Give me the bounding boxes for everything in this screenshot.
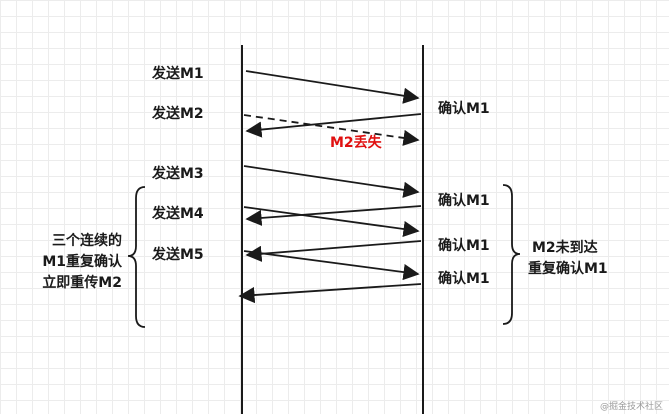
note-left-line-2: M1重复确认 <box>42 254 122 270</box>
note-m2-not-arrived: M2未到达 重复确认M1 <box>528 238 608 280</box>
label-ack-m1-1: 确认M1 <box>438 101 490 117</box>
label-send-m1: 发送M1 <box>152 66 204 82</box>
arrow-send-m2-lost <box>243 114 420 146</box>
arrow-ack-m1-3 <box>245 240 422 262</box>
note-left-line-1: 三个连续的 <box>52 233 122 249</box>
label-ack-m1-4: 确认M1 <box>438 271 490 287</box>
arrow-ack-m1-2 <box>245 205 422 226</box>
label-send-m5: 发送M5 <box>152 247 204 263</box>
arrow-ack-m1-1 <box>245 113 422 138</box>
right-brace <box>502 184 521 325</box>
label-send-m4: 发送M4 <box>152 206 204 222</box>
note-triple-duplicate-ack: 三个连续的 M1重复确认 立即重传M2 <box>24 231 122 294</box>
left-brace <box>127 186 146 328</box>
arrow-send-m5 <box>243 250 420 281</box>
label-ack-m1-3: 确认M1 <box>438 238 490 254</box>
note-left-line-3: 立即重传M2 <box>42 275 122 291</box>
note-right-line-1: M2未到达 <box>532 240 598 256</box>
note-right-line-2: 重复确认M1 <box>528 261 608 277</box>
label-m2-lost: M2丢失 <box>330 135 382 151</box>
arrow-send-m1 <box>245 70 420 104</box>
arrow-send-m4 <box>243 206 420 238</box>
label-send-m3: 发送M3 <box>152 166 204 182</box>
arrow-ack-m1-4 <box>238 283 422 304</box>
label-send-m2: 发送M2 <box>152 106 204 122</box>
arrow-send-m3 <box>243 165 420 198</box>
label-ack-m1-2: 确认M1 <box>438 193 490 209</box>
watermark: @掘金技术社区 <box>599 402 663 412</box>
